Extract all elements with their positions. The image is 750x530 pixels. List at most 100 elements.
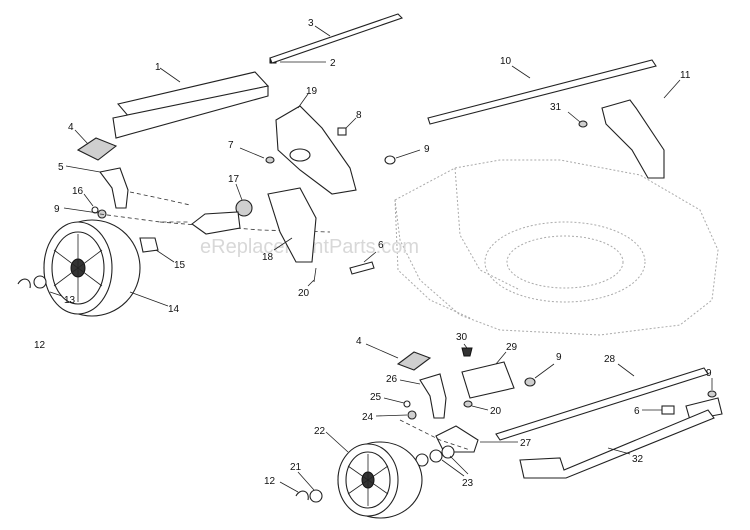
callout-29: 29 [506, 342, 518, 353]
callout-6a: 6 [378, 240, 384, 251]
callout-23: 23 [462, 478, 474, 489]
callout-22: 22 [314, 426, 326, 437]
callout-8: 8 [356, 110, 362, 121]
leader-22 [325, 431, 349, 453]
leader-20a [307, 279, 315, 287]
part-9-nut-lower [524, 377, 536, 387]
part-12-clip [17, 278, 31, 289]
leader-23a [441, 459, 465, 477]
leader-7 [239, 147, 265, 159]
callout-24: 24 [362, 412, 374, 423]
callout-20a: 20 [298, 288, 310, 299]
callout-15: 15 [174, 260, 186, 271]
part-23-washer-c [441, 445, 455, 459]
part-13-washer [33, 275, 47, 289]
leader-17 [235, 183, 243, 201]
assembly-line-b [99, 213, 190, 223]
part-20-nut-lower [463, 400, 473, 408]
part-9-nut-right [707, 390, 717, 398]
callout-16: 16 [72, 186, 84, 197]
leader-13 [49, 291, 63, 297]
callout-7: 7 [228, 140, 234, 151]
part-9-washer-mid [384, 155, 396, 165]
callout-19: 19 [306, 86, 318, 97]
callout-30: 30 [456, 332, 468, 343]
callout-9b: 9 [424, 144, 430, 155]
leader-24 [375, 414, 408, 417]
callout-4b: 4 [356, 336, 362, 347]
part-18-bracket [267, 187, 317, 263]
part-8-bolt [337, 127, 347, 136]
callout-27: 27 [520, 438, 532, 449]
part-11-rear-bracket [601, 99, 665, 179]
callout-14: 14 [168, 304, 180, 315]
callout-11: 11 [680, 70, 691, 81]
callout-3: 3 [308, 18, 314, 29]
callout-5: 5 [58, 162, 64, 173]
part-27-lever [435, 425, 479, 453]
callout-31: 31 [550, 102, 562, 113]
callout-25: 25 [370, 392, 382, 403]
part-31-nut [578, 120, 588, 128]
part-6-bolt-upper [349, 261, 375, 275]
part-32-bracket [519, 409, 715, 479]
callout-1: 1 [155, 62, 161, 73]
part-23-washer-b [429, 449, 443, 463]
leader-30 [463, 343, 468, 349]
leader-20b [471, 405, 489, 411]
leader-9c [534, 363, 555, 379]
part-4-upper-cap [76, 137, 118, 161]
leader-26 [399, 379, 421, 385]
part-lever-arm [191, 211, 241, 235]
part-20-pin-upper [313, 267, 317, 283]
callout-10: 10 [500, 56, 512, 67]
part-6-bolt-lower [661, 405, 675, 415]
leader-19 [297, 93, 309, 109]
part-22-wheel [337, 441, 423, 519]
callout-17: 17 [228, 174, 240, 185]
leader-15 [155, 249, 175, 263]
leader-1 [159, 67, 181, 83]
part-19-hole [289, 148, 311, 162]
part-axle-end-bracket [685, 397, 723, 421]
callout-12b: 12 [264, 476, 276, 487]
callout-6b: 6 [634, 406, 640, 417]
leader-10 [511, 65, 531, 79]
leader-4b [365, 343, 399, 359]
leader-23b [449, 455, 469, 475]
part-5-height-adjuster [99, 167, 129, 209]
callout-26: 26 [386, 374, 398, 385]
part-29-bracket [461, 361, 515, 399]
leader-28 [617, 363, 635, 377]
part-16-bolt [91, 206, 99, 214]
leader-25 [383, 397, 405, 404]
leader-31 [567, 111, 581, 123]
part-30-screw [461, 347, 473, 357]
leader-18 [273, 237, 293, 251]
leader-29 [495, 351, 507, 365]
leader-16 [83, 193, 94, 207]
part-24-nut [407, 410, 417, 420]
leader-9b [395, 149, 421, 159]
assembly-line-a [129, 191, 191, 206]
part-15-spacer [139, 237, 159, 253]
callout-12a: 12 [34, 340, 46, 351]
leader-9a [63, 207, 99, 214]
callout-13: 13 [64, 295, 76, 306]
part-21-washer [309, 489, 323, 503]
leader-11 [663, 79, 681, 99]
part-14-wheel [43, 219, 141, 317]
callout-2: 2 [330, 58, 336, 69]
mower-deck-outline [394, 159, 719, 336]
part-19-bracket [275, 105, 357, 195]
leader-32 [607, 447, 631, 455]
part-28-front-axle [495, 367, 709, 441]
part-3-rod [269, 13, 404, 64]
part-4-lower-cap [396, 351, 432, 371]
callout-4a: 4 [68, 122, 74, 133]
part-12-clip-lower [295, 490, 309, 501]
callout-9c: 9 [556, 352, 562, 363]
part-25-bolt [403, 400, 411, 408]
